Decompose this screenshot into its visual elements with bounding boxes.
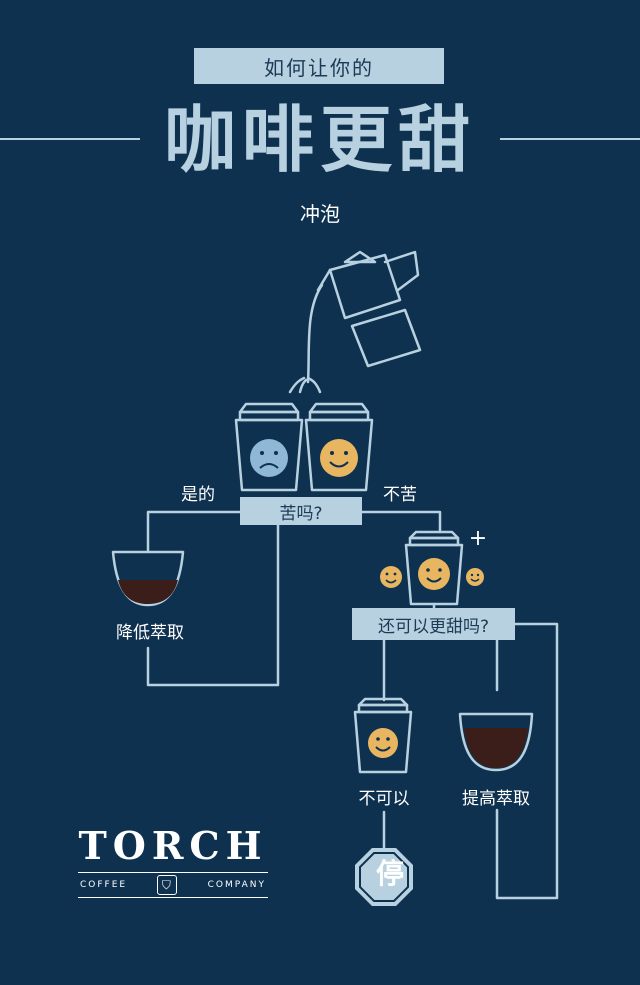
subtitle-text: 如何让你的 — [264, 55, 374, 80]
cup-middle-icon — [404, 530, 464, 606]
branch-no-line — [360, 510, 442, 534]
cannot-label: 不可以 — [358, 789, 410, 809]
glass-reduce-icon — [111, 550, 185, 607]
no-label: 不苦 — [383, 485, 417, 505]
cup-sad-icon — [234, 402, 304, 492]
moka-pot-icon — [316, 250, 422, 368]
brand-right-word: COMPANY — [207, 880, 266, 890]
question-sweeter-box: 还可以更甜吗? — [352, 608, 515, 640]
stop-label: 停 — [375, 857, 404, 890]
title-rule-right — [500, 138, 640, 140]
smile-face-icon — [320, 439, 358, 477]
cup-happy-icon — [304, 402, 374, 492]
brand-name: TORCH — [78, 823, 268, 868]
loop-up-line — [495, 622, 559, 900]
loop-back-line — [146, 522, 280, 687]
question-bitter-box: 苦吗? — [240, 497, 362, 525]
cup-final-icon — [353, 697, 413, 774]
sad-face-icon — [250, 439, 288, 477]
smile-face-small-left-icon — [380, 566, 402, 588]
brand-shield-icon: ⛉ — [157, 875, 178, 895]
question-bitter-text: 苦吗? — [279, 503, 323, 524]
question-sweeter-text: 还可以更甜吗? — [377, 616, 490, 637]
smile-face-final-icon — [368, 728, 398, 758]
yes-label: 是的 — [181, 485, 215, 505]
plus-sign: + — [468, 526, 488, 551]
coffee-fill-low — [118, 580, 178, 604]
reduce-extraction-label: 降低萃取 — [116, 623, 184, 643]
brand-left-word: COFFEE — [80, 880, 128, 890]
brand-subline: COFFEE ⛉ COMPANY — [78, 872, 268, 898]
branch-yes-line — [146, 510, 242, 552]
pour-stream — [306, 283, 324, 384]
brew-method-label: 冲泡 — [300, 202, 340, 226]
stop-sign-icon — [355, 848, 413, 906]
subtitle-banner: 如何让你的 — [194, 48, 444, 84]
coffee-fill-high — [464, 728, 528, 768]
glass-increase-icon — [458, 712, 534, 772]
smile-face-small-right-icon — [466, 568, 484, 586]
smile-face-middle-icon — [418, 558, 450, 590]
torch-logo: TORCH COFFEE ⛉ COMPANY — [78, 824, 268, 898]
increase-extraction-label: 提高萃取 — [462, 789, 530, 809]
page-title: 咖啡更甜 — [163, 98, 476, 182]
title-rule-left — [0, 138, 140, 140]
